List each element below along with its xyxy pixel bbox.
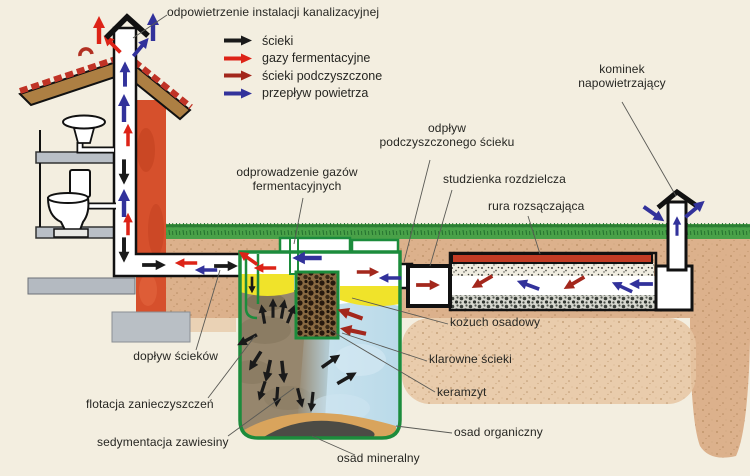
label-distribution-well: studzienka rozdzielcza [443,172,566,186]
roof-tile-curl [78,47,94,57]
drain-pipe-red [451,253,653,264]
label-vent-installation: odpowietrzenie instalacji kanalizacyjnej [167,5,380,19]
sewage-arrow-icon [224,35,252,46]
vent-chimney-right [654,188,698,312]
label-gas-removal: odprowadzenie gazów fermentacyjnych [236,165,358,193]
drain-field [448,251,672,312]
label-organic-sediment: osad organiczny [454,425,543,439]
inlet-baffle [244,254,260,320]
keramzyt-basket [294,270,340,340]
basement-slab [27,277,136,295]
vent-cap-right [656,188,698,210]
label-scum-layer: kożuch osadowy [450,315,541,329]
label-sewage-inflow: dopływ ścieków [133,349,218,363]
legend-item-sewage: ścieki [224,34,382,48]
grass [166,223,750,239]
label-keramzyt: keramzyt [437,385,487,399]
label-mineral-sediment: osad mineralny [337,451,420,465]
tank-outline [238,250,402,440]
label-sedimentation: sedymentacja zawiesiny [97,435,229,449]
air-flow-arrow-icon [224,88,252,98]
upper-floor-slab [35,151,117,164]
label-vent-chimney: kominek napowietrzający [578,62,666,90]
scum-right [340,286,400,307]
foundation [111,311,191,343]
toilet [46,169,116,238]
vent-cap-house [104,13,150,40]
label-outflow: odpływ podczyszczonego ścieku [379,121,515,149]
legend-item-fermentation-gas: gazy fermentacyjne [224,51,382,65]
fermentation-gas-arrow-icon [224,53,252,63]
legend-item-treated-sewage: ścieki podczyszczone [224,69,382,83]
sink [62,114,114,154]
legend-item-air-flow: przepływ powietrza [224,86,382,100]
label-drain-pipe: rura rozsączająca [488,199,585,213]
treated-sewage-arrow-icon [224,70,252,81]
legend: ścieki gazy fermentacyjne ścieki podczys… [224,34,382,100]
mineral-sediment-layer [262,420,375,438]
label-clear-sewage: klarowne ścieki [429,352,512,366]
septic-tank [238,236,402,440]
pointer-lines [132,14,677,456]
label-flotation: flotacja zanieczyszczeń [86,397,214,411]
roof [18,47,193,121]
scum-left [240,274,294,296]
